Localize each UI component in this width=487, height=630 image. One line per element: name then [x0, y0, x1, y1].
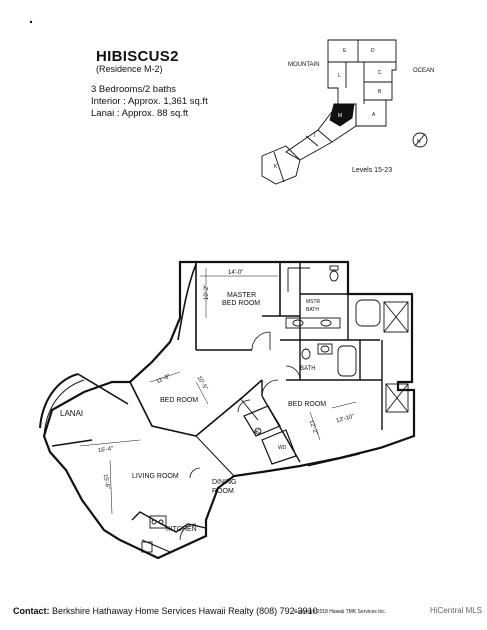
- dimension-lines: [79, 268, 357, 515]
- plan-title: HIBISCUS2: [96, 48, 179, 65]
- key-plan: N: [261, 39, 428, 185]
- svg-text:N: N: [417, 139, 421, 145]
- contact-label: Contact:: [13, 606, 50, 616]
- mls-watermark: HiCentral MLS: [430, 606, 483, 615]
- unit-i-label: I: [314, 133, 315, 139]
- door-swings: [179, 331, 301, 541]
- stray-mark: [29, 20, 33, 24]
- living-height-dim: 15'-6": [102, 474, 111, 490]
- contact-text: Berkshire Hathaway Home Services Hawaii …: [52, 606, 318, 616]
- right-bedroom-label: BED ROOM: [288, 401, 326, 408]
- unit-k-label: K: [274, 164, 278, 170]
- bedrooms-spec: 3 Bedrooms/2 baths: [91, 84, 177, 95]
- interior-spec: Interior : Approx. 1,361 sq.ft: [91, 96, 208, 107]
- ac-unit: [254, 427, 262, 435]
- contact-line: Contact: Berkshire Hathaway Home Service…: [13, 606, 318, 616]
- ocean-label: OCEAN: [413, 68, 434, 74]
- left-bed-width-dim: 11'-8": [156, 374, 172, 386]
- highlighted-unit: [329, 103, 355, 127]
- fixtures: [141, 265, 413, 553]
- mountain-label: MOUNTAIN: [288, 62, 320, 68]
- right-bed-width-dim: 12'-2": [308, 419, 319, 435]
- master-bath-label-1: MSTR: [306, 299, 321, 305]
- unit-c-label: C: [378, 70, 382, 76]
- wd-label: WD: [278, 445, 287, 451]
- dining-room-label-1: DINING: [212, 479, 237, 486]
- left-bed-height-dim: 10'-5": [196, 375, 209, 391]
- master-height-dim: 10'-2": [204, 285, 210, 300]
- levels-label: Levels 15-23: [352, 167, 392, 174]
- lanai-width-dim: 16'-4": [98, 446, 114, 454]
- kitchen-label: KITCHEN: [166, 526, 197, 533]
- master-width-dim: 14'-0": [228, 270, 243, 276]
- copyright-text: Copyright 2018 Hawaii TMK Services Inc.: [294, 609, 387, 615]
- living-room-label: LIVING ROOM: [132, 473, 179, 480]
- left-bedroom-label: BED ROOM: [160, 397, 198, 404]
- unit-l-label: L: [338, 73, 341, 79]
- dining-room-label-2: ROOM: [212, 488, 234, 495]
- unit-b-label: B: [378, 89, 382, 95]
- plan-subtitle: (Residence M-2): [96, 64, 163, 74]
- master-bedroom-label-2: BED ROOM: [222, 300, 260, 307]
- unit-a-label: A: [372, 112, 376, 118]
- lanai-label: LANAI: [60, 409, 83, 418]
- lanai-spec: Lanai : Approx. 88 sq.ft: [91, 108, 189, 119]
- unit-outline: [39, 260, 416, 560]
- ac-label: AC: [254, 429, 261, 435]
- master-bath-label-2: BATH: [306, 307, 319, 313]
- right-bed-height-dim: 13'-10": [336, 414, 356, 425]
- bath-label: BATH: [300, 366, 316, 372]
- unit-e-label: E: [343, 48, 347, 54]
- unit-d-label: D: [371, 48, 375, 54]
- unit-m-label: M: [338, 113, 342, 119]
- master-bedroom-label-1: MASTER: [227, 292, 256, 299]
